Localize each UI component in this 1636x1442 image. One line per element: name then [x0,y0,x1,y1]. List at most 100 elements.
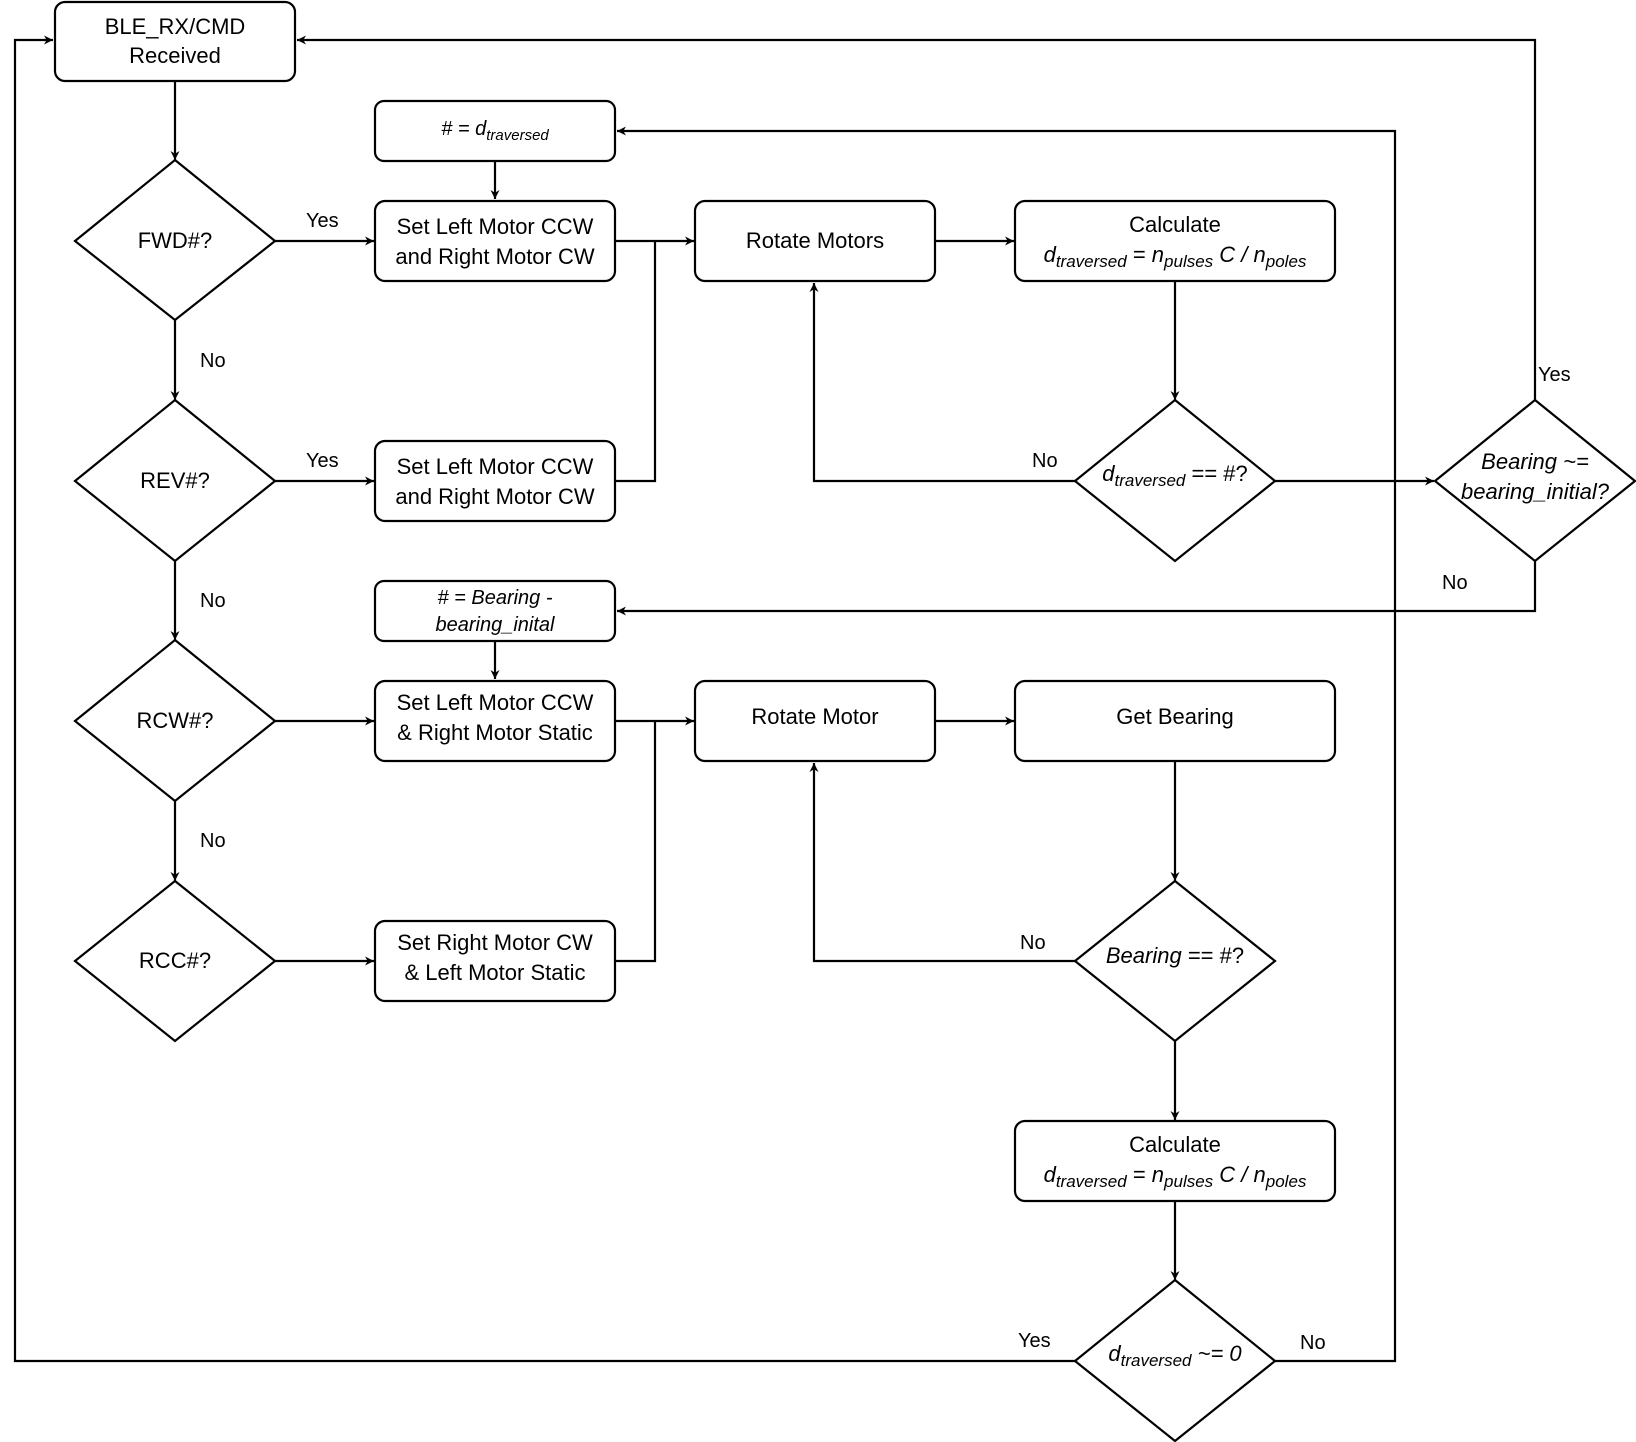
rcw-no-label: No [200,830,226,852]
set-distance-var: d [475,118,487,140]
edge-distcheck-no [809,283,1075,483]
bearing-initial-no-label: No [1442,572,1468,594]
fwd-set-line2: and Right Motor CW [395,244,595,269]
rev-set-line1: Set Left Motor CCW [397,454,594,479]
bearing-initial-line2: bearing_initial? [1461,479,1610,504]
set-bearing-line1: # = Bearing - [437,587,552,609]
rotate-motor-node [693,679,937,763]
start-line1: BLE_RX/CMD [105,14,246,39]
bearing-check-rest: == #? [1182,943,1244,968]
edges [13,35,1537,1363]
rcc-set-motors-node [373,919,617,1003]
calc1-n2: n [1254,242,1266,267]
calc1-formula: dtraversed = npulses C / npoles [1044,242,1307,271]
calc1-d-sub: traversed [1056,252,1127,271]
rcw-set-line1: Set Left Motor CCW [397,690,594,715]
rcc-label: RCC#? [139,948,211,973]
distance-check-sub: traversed [1114,471,1185,490]
shapes: BLE_RX/CMD Received FWD#? REV#? RCW#? RC… [53,0,1636,1442]
calc2-mid: C / [1213,1162,1253,1187]
bearing-check-label: Bearing == #? [1106,943,1244,968]
calc2-formula: dtraversed = npulses C / npoles [1044,1162,1307,1191]
zero-no-label: No [1300,1332,1326,1354]
rev-set-line2: and Right Motor CW [395,484,595,509]
zero-check-rest: ~= 0 [1191,1341,1242,1366]
fwd-set-motors-node [373,199,617,283]
distance-no-label: No [1032,450,1058,472]
get-bearing-node [1013,679,1337,763]
calc1-line1: Calculate [1129,212,1221,237]
rotate-motor-label: Rotate Motor [751,704,878,729]
calc2-n2-sub: poles [1265,1172,1307,1191]
edge-labels: Yes No Yes No No No Yes No No Yes No [200,210,1571,1354]
bearing-check-no-label: No [1020,932,1046,954]
rotate-motors-node [693,199,937,283]
edge-zero-yes [13,35,1075,1363]
edge-revset-join [615,241,657,483]
rcw-set-motors-node [373,679,617,763]
fwd-label: FWD#? [138,228,213,253]
rev-no-label: No [200,590,226,612]
distance-check-decision [1073,398,1277,563]
distance-check-rest: == #? [1185,461,1247,486]
rcw-set-line2: & Right Motor Static [397,720,593,745]
zero-check-label: dtraversed ~= 0 [1108,1341,1242,1370]
rcc-decision [73,879,277,1043]
set-bearing-node [373,579,617,643]
zero-check-sub: traversed [1121,1351,1192,1370]
calc1-n1: n [1152,242,1164,267]
zero-check-var: d [1108,1341,1121,1366]
zero-check-decision [1073,1278,1277,1442]
rcc-set-line1: Set Right Motor CW [397,930,593,955]
calc1-mid: C / [1213,242,1253,267]
fwd-decision [73,158,277,322]
bearing-initial-yes-label: Yes [1538,364,1571,386]
calc2-n1: n [1152,1162,1164,1187]
calculate-distance-node-1 [1013,199,1337,283]
calc2-n2: n [1254,1162,1266,1187]
set-distance-label: # = dtraversed [441,118,549,144]
calc1-n1-sub: pulses [1163,252,1214,271]
calculate-distance-node-2 [1013,1119,1337,1203]
rev-set-motors-node [373,439,617,523]
rev-yes-label: Yes [306,450,339,472]
zero-yes-label: Yes [1018,1330,1051,1352]
start-node [53,0,297,83]
fwd-no-label: No [200,350,226,372]
edge-bearing1-yes [297,35,1537,400]
calc2-line1: Calculate [1129,1132,1221,1157]
set-distance-node [373,99,617,163]
calc1-eq: = [1127,242,1152,267]
distance-check-label: dtraversed == #? [1102,461,1248,490]
set-bearing-line2: bearing_inital [436,614,556,636]
get-bearing-label: Get Bearing [1116,704,1233,729]
set-distance-lhs: # = [441,118,475,140]
fwd-yes-label: Yes [306,210,339,232]
calc2-d-sub: traversed [1056,1172,1127,1191]
fwd-set-line1: Set Left Motor CCW [397,214,594,239]
set-distance-sub: traversed [486,127,549,144]
bearing-check-decision [1073,879,1277,1043]
rcw-decision [73,638,277,803]
rev-decision [73,398,277,563]
distance-check-var: d [1102,461,1115,486]
bearing-check-italic: Bearing [1106,943,1183,968]
edge-bearing1-no [617,561,1537,616]
rcw-label: RCW#? [136,708,213,733]
calc2-n1-sub: pulses [1163,1172,1214,1191]
rev-label: REV#? [140,468,210,493]
edge-bearing2-no [809,763,1075,963]
calc1-n2-sub: poles [1265,252,1307,271]
calc1-d: d [1044,242,1057,267]
edge-zero-no [617,126,1397,1363]
edge-rccset-join [615,721,657,963]
bearing-initial-line1: Bearing ~= [1481,449,1589,474]
calc2-eq: = [1127,1162,1152,1187]
rcc-set-line2: & Left Motor Static [405,960,586,985]
bearing-initial-decision [1433,398,1636,563]
start-line2: Received [129,43,221,68]
rotate-motors-label: Rotate Motors [746,228,884,253]
calc2-d: d [1044,1162,1057,1187]
